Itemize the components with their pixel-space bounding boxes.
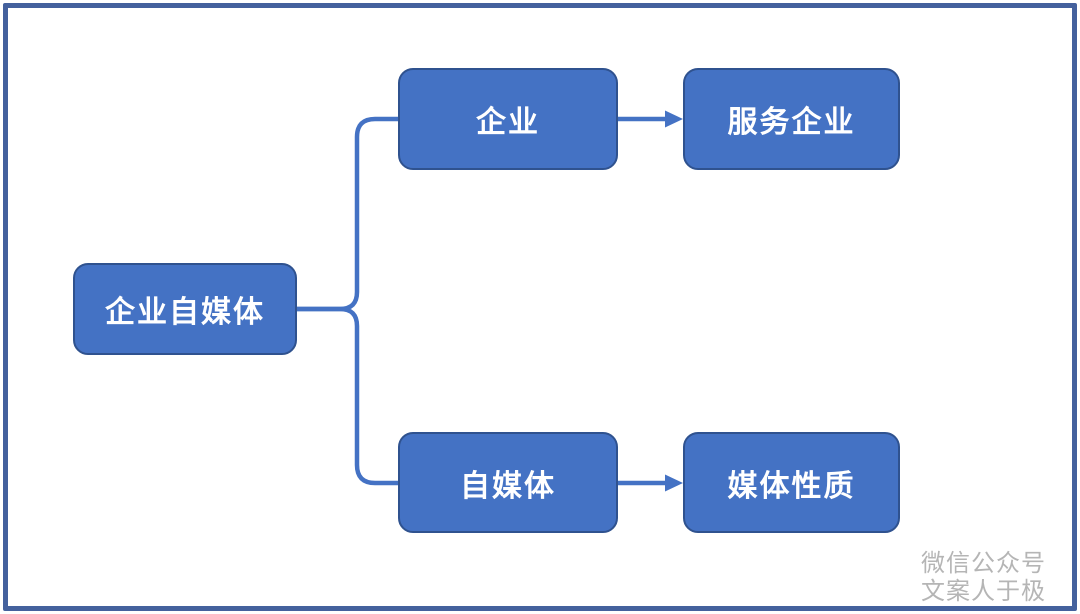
- watermark-line1: 微信公众号: [921, 551, 1046, 577]
- node-media-nature: 媒体性质: [683, 432, 900, 533]
- node-enterprise-self-media: 企业自媒体: [73, 263, 297, 355]
- watermark-line2: 文案人于极: [921, 579, 1046, 605]
- node-serve-enterprise: 服务企业: [683, 68, 900, 170]
- node-enterprise: 企业: [398, 68, 618, 170]
- arrowhead-bottom-icon: [665, 474, 683, 492]
- edge-root-to-selfmedia: [294, 306, 401, 486]
- arrowhead-top-icon: [665, 110, 683, 128]
- node-self-media: 自媒体: [398, 432, 618, 533]
- edge-root-to-enterprise: [294, 116, 401, 312]
- watermark: 微信公众号 文案人于极: [921, 550, 1046, 606]
